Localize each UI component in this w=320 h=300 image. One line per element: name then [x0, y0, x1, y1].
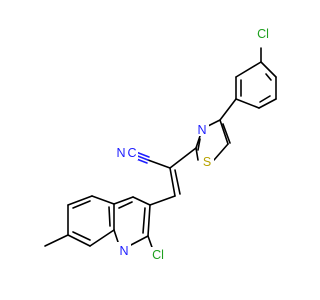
atom-label-c-nitrile: C: [127, 146, 136, 160]
bond: [89, 229, 115, 247]
bond: [195, 147, 199, 161]
bond: [222, 123, 231, 144]
bond: [235, 61, 262, 78]
molecule-structure: Cl N C N S N Cl: [44, 26, 277, 263]
bond: [149, 195, 176, 206]
atom-labels: Cl N C N S N Cl: [114, 26, 273, 263]
bond: [197, 138, 201, 151]
atom-label-n-thiazole: N: [197, 123, 206, 137]
bond: [135, 151, 150, 158]
bond: [142, 207, 146, 234]
bond: [147, 159, 171, 169]
bond: [67, 234, 91, 247]
atom-label-cl-phenyl: Cl: [257, 27, 269, 41]
bond: [118, 201, 133, 209]
bond: [132, 196, 151, 206]
bonds: [44, 47, 277, 254]
bond: [207, 119, 221, 127]
bond: [44, 234, 69, 247]
bond: [195, 135, 201, 149]
bond: [219, 98, 237, 121]
bond: [72, 231, 91, 241]
bond: [113, 196, 134, 205]
bond: [67, 195, 93, 206]
bond: [169, 167, 176, 197]
bond: [108, 206, 111, 227]
bond: [113, 229, 119, 243]
bond: [235, 98, 260, 109]
bond: [213, 143, 229, 161]
bond: [219, 119, 229, 145]
bond: [91, 195, 115, 205]
bond: [169, 147, 197, 169]
bond: [265, 73, 272, 81]
atom-label-n-quinoline: N: [119, 244, 128, 258]
bond: [259, 95, 271, 103]
bond: [260, 61, 277, 78]
bond: [72, 200, 91, 209]
bond: [174, 169, 181, 195]
atom-label-n-nitrile: N: [116, 146, 125, 160]
atom-label-cl-quinoline: Cl: [152, 248, 164, 262]
atom-label-s-thiazole: S: [203, 155, 211, 169]
bond: [128, 235, 149, 247]
bond: [147, 204, 151, 237]
bond: [258, 98, 277, 109]
